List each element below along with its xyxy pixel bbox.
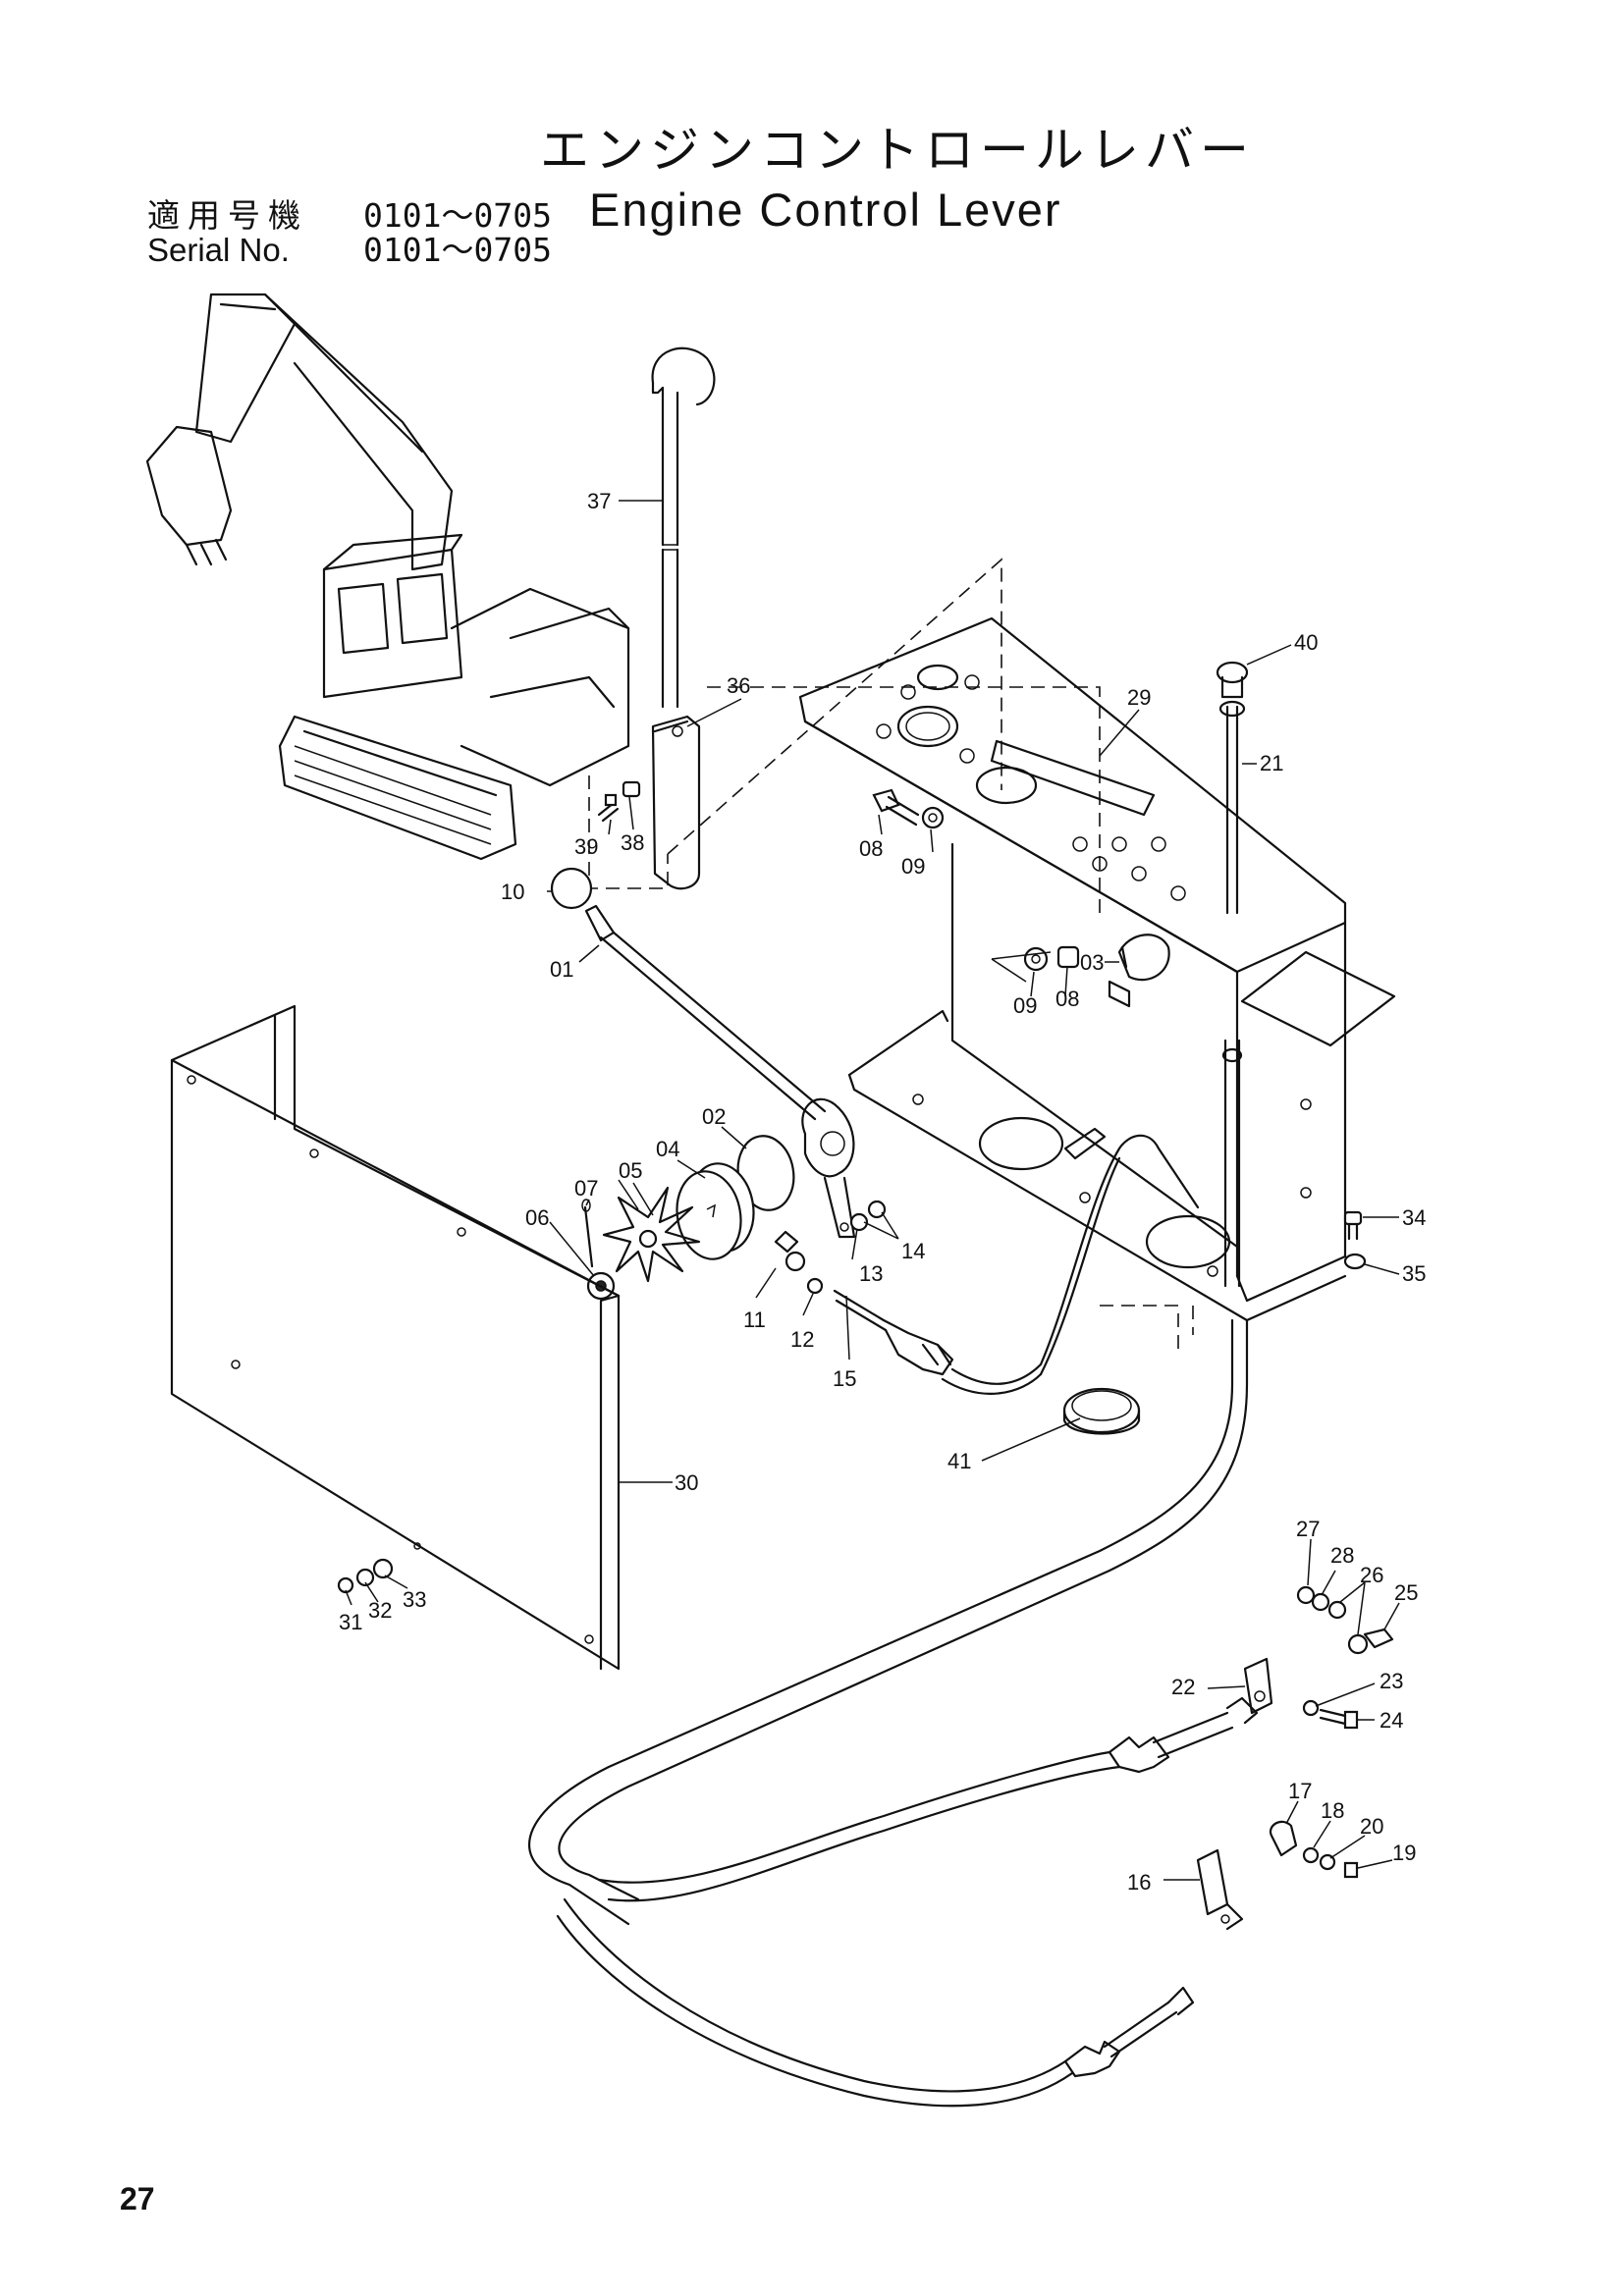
serial-number-label: Serial No. bbox=[147, 232, 290, 268]
part-label-22: 22 bbox=[1171, 1675, 1195, 1699]
part-label-23: 23 bbox=[1380, 1669, 1403, 1693]
part-label-29: 29 bbox=[1127, 685, 1151, 710]
part-02-plate bbox=[801, 1097, 856, 1239]
part-label-07: 07 bbox=[574, 1176, 598, 1201]
part-label-08-upper: 08 bbox=[859, 836, 883, 861]
part-label-33: 33 bbox=[403, 1587, 426, 1612]
part-label-27: 27 bbox=[1296, 1517, 1320, 1541]
cable-end-upper bbox=[1108, 1585, 1394, 1774]
part-label-31: 31 bbox=[339, 1610, 362, 1634]
part-label-05: 05 bbox=[619, 1158, 642, 1183]
part-label-30: 30 bbox=[675, 1470, 698, 1495]
part-40-21-pull-knob bbox=[1216, 661, 1249, 1288]
part-label-19: 19 bbox=[1392, 1841, 1416, 1865]
part-label-02: 02 bbox=[702, 1104, 726, 1129]
part-37-grip-rod bbox=[651, 347, 716, 709]
part-10-01-lever bbox=[550, 867, 827, 1121]
part-label-09-lower: 09 bbox=[1013, 993, 1037, 1018]
part-30-cover-panel bbox=[170, 1004, 621, 1671]
part-label-21: 21 bbox=[1260, 751, 1283, 775]
part-label-04: 04 bbox=[656, 1137, 679, 1161]
part-label-41: 41 bbox=[947, 1449, 971, 1473]
part-29-control-box bbox=[798, 616, 1396, 1322]
part-label-08-lower: 08 bbox=[1055, 987, 1079, 1011]
title-english: Engine Control Lever bbox=[589, 184, 1062, 236]
part-label-34: 34 bbox=[1402, 1205, 1426, 1230]
part-05-star-washer bbox=[602, 1186, 701, 1283]
part-label-20: 20 bbox=[1360, 1814, 1383, 1839]
part-label-36: 36 bbox=[727, 673, 750, 698]
serial-number-range: 0101～0705 bbox=[363, 231, 552, 269]
parts-11-15-cable-end bbox=[774, 1134, 1200, 1395]
title-japanese: エンジンコントロールレバー bbox=[540, 122, 1255, 179]
part-04-discs bbox=[676, 1135, 795, 1260]
part-label-15: 15 bbox=[833, 1366, 856, 1391]
part-label-40: 40 bbox=[1294, 630, 1318, 655]
part-label-09-upper: 09 bbox=[901, 854, 925, 879]
parts-34-35-bolt-washer bbox=[1343, 1210, 1367, 1270]
part-label-10: 10 bbox=[501, 880, 524, 904]
part-label-14: 14 bbox=[901, 1239, 925, 1263]
part-label-39: 39 bbox=[574, 834, 598, 859]
parts-31-33-screw-washers bbox=[337, 1542, 421, 1594]
applicable-models-range: 0101～0705 bbox=[363, 196, 552, 235]
part-label-06: 06 bbox=[525, 1205, 549, 1230]
part-36-holder bbox=[651, 715, 701, 890]
applicable-models-label: 適用号機 bbox=[147, 196, 308, 235]
part-label-16: 16 bbox=[1127, 1870, 1151, 1895]
part-number-labels: 01 02 03 04 05 06 07 08 08 09 09 10 11 1… bbox=[339, 489, 1426, 1895]
part-label-37: 37 bbox=[587, 489, 611, 513]
part-41-grommet bbox=[1062, 1387, 1141, 1435]
part-label-25: 25 bbox=[1394, 1580, 1418, 1605]
part-label-17: 17 bbox=[1288, 1779, 1312, 1803]
part-label-12: 12 bbox=[790, 1327, 814, 1352]
page-number: 27 bbox=[120, 2181, 155, 2216]
throttle-cable bbox=[527, 1306, 1249, 2108]
parts-08-09-upper bbox=[872, 788, 945, 829]
part-label-38: 38 bbox=[621, 830, 644, 855]
part-label-26: 26 bbox=[1360, 1563, 1383, 1587]
part-label-11: 11 bbox=[743, 1308, 766, 1332]
cable-end-lower bbox=[1063, 1820, 1359, 2078]
leader-lines bbox=[345, 500, 1400, 1881]
part-label-35: 35 bbox=[1402, 1261, 1426, 1286]
excavator-illustration bbox=[145, 293, 630, 861]
part-label-18: 18 bbox=[1321, 1798, 1344, 1823]
part-label-13: 13 bbox=[859, 1261, 883, 1286]
part-label-24: 24 bbox=[1380, 1708, 1403, 1733]
part-label-32: 32 bbox=[368, 1598, 392, 1623]
part-label-28: 28 bbox=[1330, 1543, 1354, 1568]
parts-38-39 bbox=[597, 780, 641, 823]
part-label-01: 01 bbox=[550, 957, 573, 982]
part-label-03: 03 bbox=[1080, 950, 1104, 975]
